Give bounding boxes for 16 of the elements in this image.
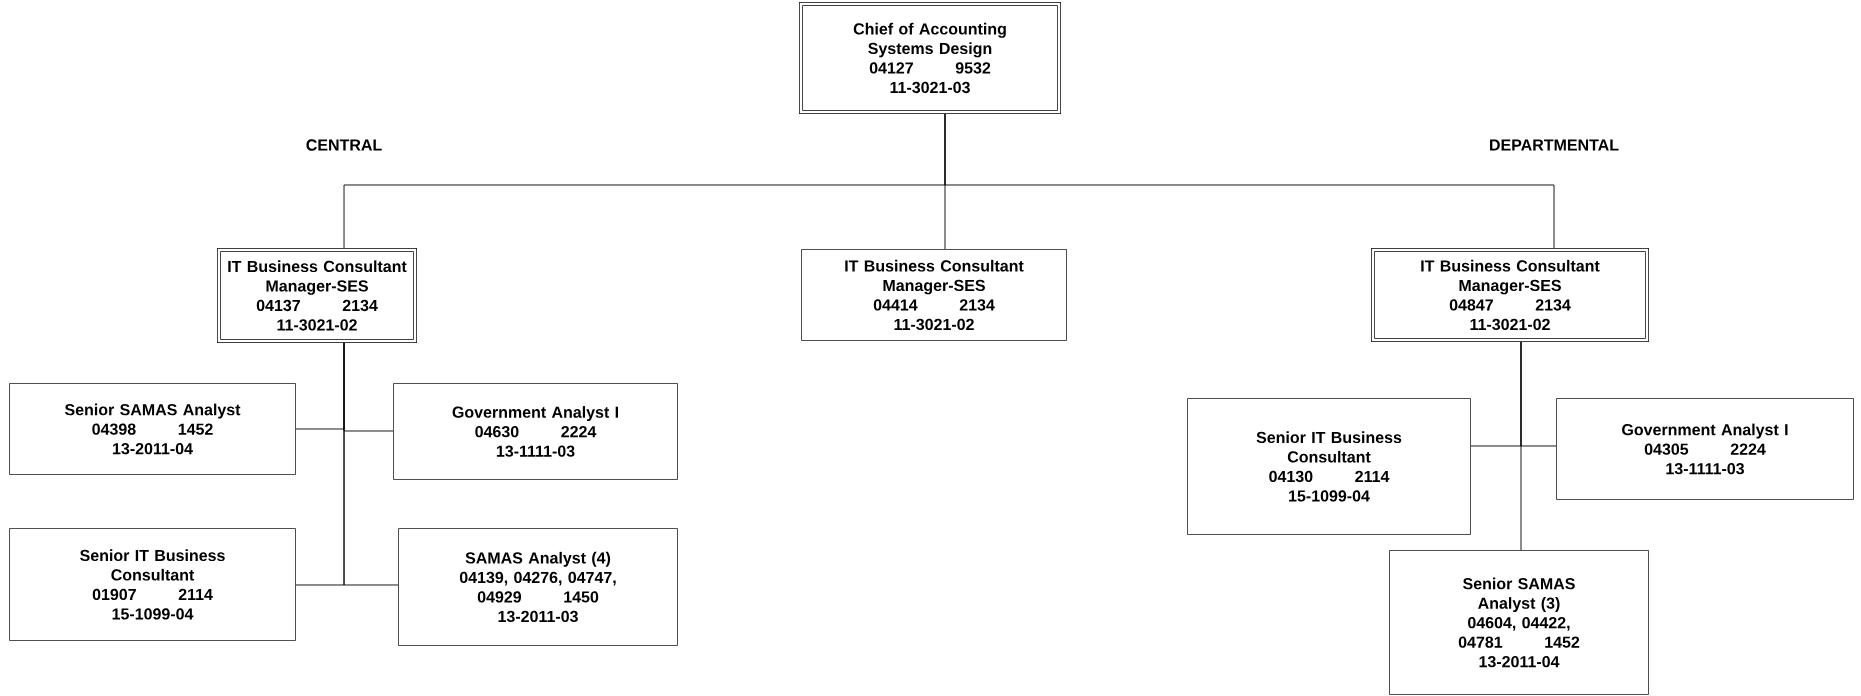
section-label: CENTRAL	[306, 139, 382, 151]
position-box: Senior SAMAS Analyst 04398 1452 13-2011-04	[9, 383, 296, 475]
connector-line	[1520, 341, 1522, 551]
section-label: DEPARTMENTAL	[1490, 139, 1619, 151]
position-box: Chief of Accounting Systems Design 04127 9532 11-3021-03	[799, 2, 1061, 114]
position-box: IT Business Consultant Manager-SES 04414 2134 11-3021-02	[801, 249, 1067, 341]
position-box: Senior IT Business Consultant 04130 2114 15-1099-04	[1187, 398, 1471, 535]
position-box: Senior IT Business Consultant 01907 2114 15-1099-04	[9, 528, 296, 641]
position-box: IT Business Consultant Manager-SES 04137 2134 11-3021-02	[217, 248, 417, 343]
connector-line	[944, 113, 1555, 249]
position-box: Government Analyst I 04305 2224 13-1111-03	[1556, 398, 1854, 500]
position-box: SAMAS Analyst (4) 04139, 04276, 04747, 04929 1450 13-2011-03	[398, 528, 678, 646]
connector-line	[343, 342, 399, 586]
position-box: Government Analyst I 04630 2224 13-1111-03	[393, 383, 678, 480]
position-box: IT Business Consultant Manager-SES 04847 2134 11-3021-02	[1371, 248, 1649, 342]
position-box: Senior SAMAS Analyst (3) 04604, 04422, 04781 1452 13-2011-04	[1389, 550, 1649, 695]
